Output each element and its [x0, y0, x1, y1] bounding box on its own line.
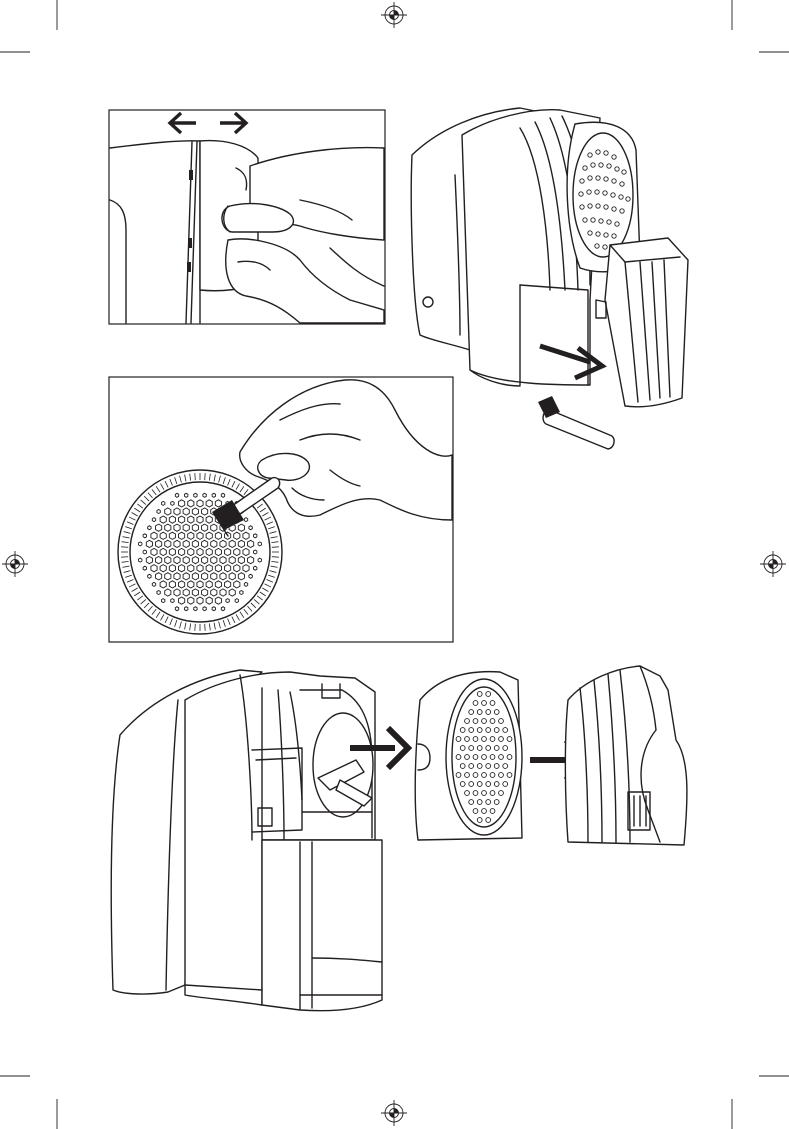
crosshair-mark-bottom	[381, 1100, 407, 1126]
crosshair-mark-left	[2, 551, 28, 577]
direction-arrows-icon	[170, 113, 246, 133]
crosshair-mark-right	[760, 551, 786, 577]
hand-twisting-cover-icon	[109, 110, 385, 324]
cleaning-brush-icon	[538, 396, 614, 449]
crosshair-mark-top	[381, 2, 407, 28]
brush-cleaning-guard-icon	[109, 377, 453, 642]
shaver-exploded-view-icon	[111, 666, 687, 1011]
